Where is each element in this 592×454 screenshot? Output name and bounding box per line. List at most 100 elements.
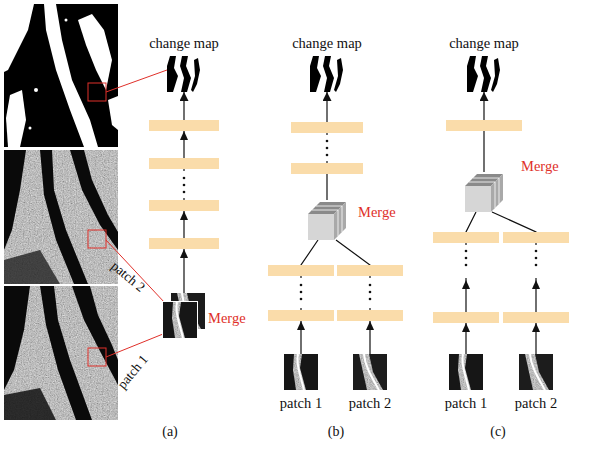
- node-label: Merge: [358, 203, 418, 221]
- gap: [458, 245, 474, 278]
- image-patch: patch 2: [519, 354, 553, 390]
- arrow-head: [180, 131, 188, 140]
- change-speck: [34, 88, 38, 92]
- leader-line: [106, 334, 163, 357]
- merged-patches: Merge: [163, 293, 205, 338]
- patch-image: [449, 354, 483, 390]
- dot: [183, 184, 186, 187]
- gap: [293, 278, 309, 308]
- merge-cube: Merge: [465, 172, 503, 212]
- layer-bar: [149, 120, 219, 131]
- change-region: [78, 14, 112, 90]
- change-map-patch: change map: [167, 56, 201, 92]
- patch-border: [163, 302, 198, 339]
- node-label: change map: [134, 34, 234, 52]
- patch-image: [163, 302, 197, 338]
- flow-connector: [483, 92, 484, 172]
- arrow-head: [180, 211, 188, 220]
- arrow-head: [532, 323, 540, 332]
- dot: [535, 264, 538, 267]
- arrow-head: [297, 321, 305, 330]
- arrow-head: [462, 280, 470, 289]
- layer-bar: [337, 310, 403, 321]
- dot: [465, 257, 468, 260]
- dark-area: [4, 250, 60, 284]
- panel-label: (c): [453, 423, 543, 441]
- image-ground: [4, 150, 118, 284]
- dot: [183, 191, 186, 194]
- panel-label: (a): [125, 423, 215, 441]
- gap: [319, 135, 335, 161]
- change-region: [6, 90, 26, 147]
- dot: [369, 298, 372, 301]
- node-label: change map: [277, 34, 377, 52]
- layer-bar: [446, 120, 522, 131]
- layer-bars: [149, 120, 569, 323]
- arrow-head: [366, 321, 374, 330]
- dark-area: [4, 388, 56, 420]
- layer-bar: [291, 122, 363, 133]
- change-region: [4, 4, 34, 72]
- river: [4, 150, 26, 250]
- patch-marker: [88, 83, 106, 101]
- image-patch: patch 2: [353, 354, 387, 390]
- change-map-image: [4, 4, 118, 147]
- sar-image: [4, 286, 118, 420]
- change-map-patch-image: [310, 56, 344, 92]
- dot: [535, 257, 538, 260]
- dot: [183, 177, 186, 180]
- ellipsis-dots: [183, 140, 538, 301]
- layer-bar: [503, 312, 569, 323]
- river: [72, 286, 118, 385]
- layer-bar: [149, 238, 219, 249]
- leader-line: [106, 70, 167, 92]
- dot: [465, 250, 468, 253]
- ellipsis-gaps: [176, 135, 544, 308]
- change-speck: [29, 127, 32, 130]
- dot: [300, 284, 303, 287]
- layer-bar: [503, 232, 569, 243]
- image-ground: [4, 4, 118, 147]
- layer-bar: [268, 310, 334, 321]
- layer-bar: [149, 200, 219, 211]
- merge-cube-image: [465, 174, 503, 212]
- merge-cube: Merge: [308, 200, 346, 240]
- image-patch: patch 1: [449, 354, 483, 390]
- change-map-patch-image: [467, 56, 501, 92]
- dot: [300, 298, 303, 301]
- dot: [326, 154, 329, 157]
- merge-cube-image: [308, 202, 346, 240]
- dot: [465, 264, 468, 267]
- node-label: change map: [434, 34, 534, 52]
- patch-image: [519, 354, 553, 390]
- layer-bar: [291, 163, 363, 174]
- dot: [326, 140, 329, 143]
- gap: [362, 278, 378, 308]
- layer-bar: [268, 265, 334, 276]
- layer-bar: [433, 312, 499, 323]
- change-map-patch-image: [167, 56, 201, 92]
- image-ground: [4, 286, 118, 420]
- change-speck: [65, 19, 68, 22]
- patch-image: [284, 354, 318, 390]
- change-map-patch: change map: [467, 56, 501, 92]
- dot: [326, 147, 329, 150]
- node-label: patch 2: [496, 394, 576, 412]
- arrow-head: [180, 249, 188, 258]
- arrow-head: [532, 280, 540, 289]
- flow-arrowheads: [180, 131, 540, 332]
- river: [4, 286, 30, 390]
- layer-bar: [337, 265, 403, 276]
- change-region: [108, 96, 118, 130]
- node-label: patch 2: [330, 394, 410, 412]
- change-map-patch: change map: [310, 56, 344, 92]
- gap: [176, 171, 192, 198]
- patch-marker: [88, 230, 106, 248]
- patch-marker: [88, 348, 106, 366]
- arrow-head: [462, 323, 470, 332]
- gap: [528, 245, 544, 278]
- dot: [300, 291, 303, 294]
- panel-label: (b): [291, 423, 381, 441]
- patch-image: [353, 354, 387, 390]
